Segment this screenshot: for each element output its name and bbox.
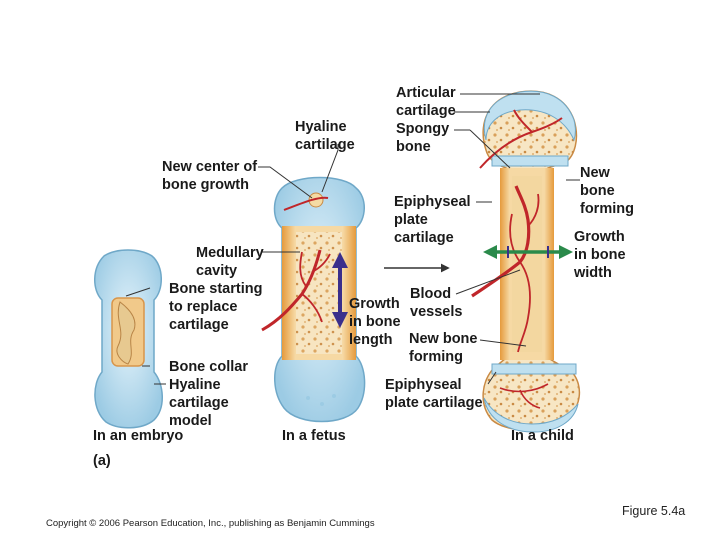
label-growth-in-bone-length: Growth in bone length [349, 296, 401, 348]
label-epiphyseal-plate-cartilage-bottom: Epiphyseal plate cartilage [385, 377, 483, 411]
label-bone-starting-to-replace-cartilage: Bone starting to replace cartilage [169, 281, 263, 333]
label-new-center-of-bone-growth: New center of bone growth [162, 159, 258, 193]
label-spongy-bone: Spongy bone [396, 121, 450, 155]
label-hyaline-cartilage-model: Hyaline cartilage model [169, 377, 229, 429]
figure-number: Figure 5.4a [622, 504, 686, 518]
epiphyseal-plate-bottom [491, 363, 577, 375]
label-articular-cartilage: Articular cartilage [396, 85, 456, 119]
label-growth-in-bone-width: Growth in bone width [574, 229, 626, 281]
leader-lines [125, 93, 580, 385]
label-medullary-cavity: Medullary cavity [196, 245, 264, 279]
label-hyaline-cartilage: Hyaline cartilage [295, 119, 355, 153]
epiphyseal-plate-top [491, 155, 569, 167]
label-new-bone-forming-right: New bone forming [580, 165, 634, 217]
label-blood-vessels: Blood vessels [410, 286, 463, 320]
articular-cartilage [483, 90, 576, 142]
caption-child: In a child [511, 428, 574, 444]
label-new-bone-forming: New bone forming [409, 331, 478, 365]
label-bone-collar: Bone collar [169, 359, 248, 375]
caption-embryo: In an embryo [93, 428, 184, 444]
copyright-notice: Copyright © 2006 Pearson Education, Inc.… [46, 518, 375, 529]
embryo-bone [94, 249, 163, 429]
label-epiphyseal-plate-cartilage: Epiphyseal plate cartilage [394, 194, 471, 246]
child-bone [471, 90, 581, 433]
caption-fetus: In a fetus [282, 428, 346, 444]
panel-label: (a) [93, 453, 111, 469]
